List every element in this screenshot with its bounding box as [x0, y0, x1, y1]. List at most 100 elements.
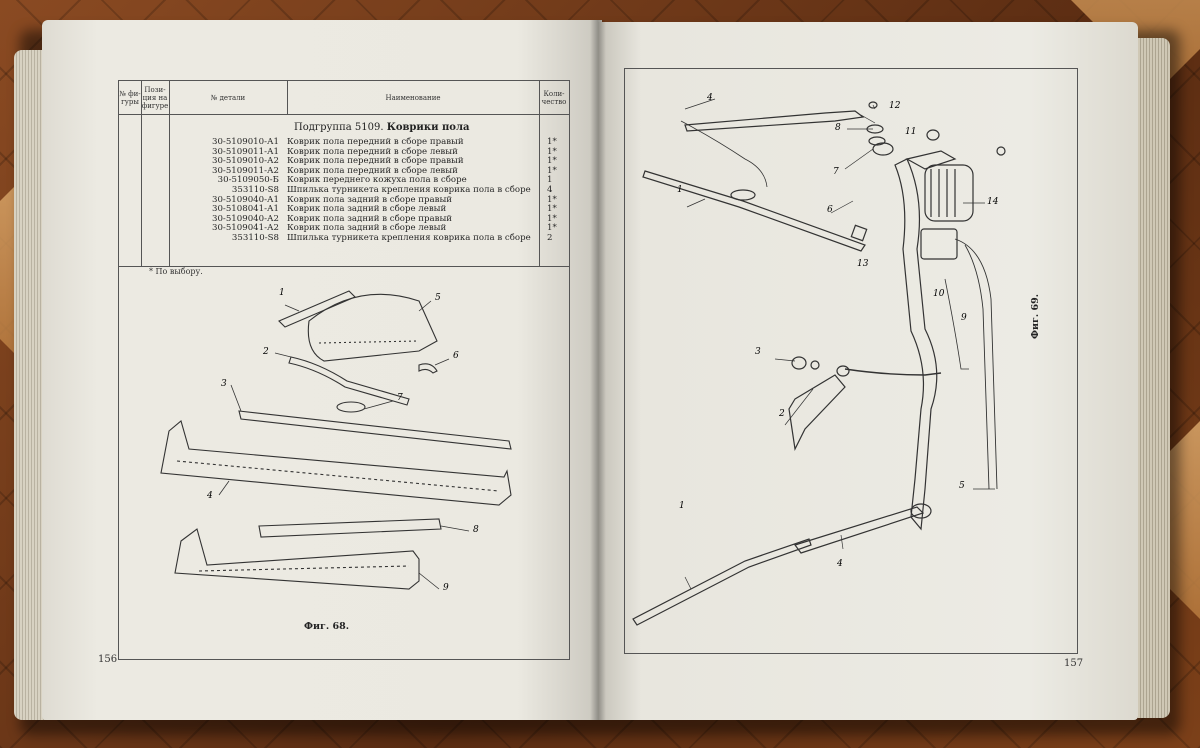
- page-number-right: 157: [1064, 658, 1084, 669]
- parts-table-header: № фи-гуры Пози-ция на фигуре № детали На…: [119, 81, 569, 115]
- part-quantity: 1: [547, 175, 553, 186]
- part-name: Коврик переднего кожуха пола в сборе: [287, 175, 467, 186]
- fig69-label: 1: [679, 501, 685, 511]
- footnote: * По выбору.: [149, 267, 203, 276]
- part-8-rail: [258, 518, 442, 538]
- part-quantity: 1*: [547, 156, 557, 167]
- right-page-frame: 1 1 2 3 4 4 5 6 7 8 9 10 11 12 13 14 Фиг…: [624, 68, 1078, 654]
- part-quantity: 2: [547, 232, 553, 243]
- fig69-label: 14: [987, 197, 999, 207]
- fig69-label: 13: [857, 259, 869, 269]
- part-number: 353110-S8: [231, 184, 279, 195]
- subgroup-heading: Подгруппа 5109. Коврики пола: [294, 122, 469, 133]
- part-4-arm-top: [684, 110, 865, 132]
- table-row: 353110-S8 Шпилька турникета крепления ков…: [119, 233, 569, 243]
- part-6-clip: [418, 363, 438, 374]
- part-name: Коврик пола задний в сборе правый: [287, 213, 453, 224]
- fig68-label: 2: [263, 347, 269, 357]
- part-quantity: 1*: [547, 194, 557, 205]
- fig69-label: 2: [779, 409, 785, 419]
- fig68-label: 7: [397, 393, 403, 403]
- fig68-label: 8: [473, 525, 479, 535]
- part-7-ring: [336, 401, 366, 413]
- part-name: Коврик пола задний в сборе левый: [287, 223, 447, 234]
- table-row: 30-5109041-А2 Коврик пола задний в сборе …: [119, 223, 569, 233]
- part-number: 353110-S8: [231, 232, 279, 243]
- part-9-mat: [174, 528, 420, 590]
- part-14-motor: [924, 164, 974, 222]
- part-number: 30-5109011-А2: [212, 165, 279, 176]
- figure-68-drawing: [160, 290, 512, 590]
- figure-68: 1 2 3 4 5 6 7 8 9 Фиг. 68.: [119, 281, 569, 659]
- fig69-label: 9: [961, 313, 967, 323]
- fig69-label: 10: [933, 289, 945, 299]
- part-name: Коврик пола задний в сборе левый: [287, 204, 447, 215]
- part-name: Коврик пола задний в сборе правый: [287, 194, 453, 205]
- left-page: [42, 20, 602, 720]
- part-quantity: 1*: [547, 223, 557, 234]
- fig69-label: 3: [755, 347, 761, 357]
- fig68-label: 4: [207, 491, 213, 501]
- part-number: 30-5109050-Б: [217, 175, 279, 186]
- figure-68-caption: Фиг. 68.: [304, 621, 350, 632]
- part-1-strip: [278, 290, 356, 328]
- part-name: Коврик пола передний в сборе правый: [287, 156, 464, 167]
- part-quantity: 1*: [547, 137, 557, 147]
- header-part-no: № детали: [169, 81, 288, 114]
- parts-table-body: Подгруппа 5109. Коврики пола 30-5109010-…: [119, 114, 569, 267]
- fig69-label: 4: [837, 559, 843, 569]
- part-name: Шпилька турникета крепления коврика пола…: [287, 184, 531, 195]
- header-pos-no: Пози-ция на фигуре: [141, 81, 170, 114]
- fig68-label: 9: [443, 583, 449, 593]
- header-qty: Коли-чество: [541, 89, 567, 106]
- left-page-frame: № фи-гуры Пози-ция на фигуре № детали На…: [118, 80, 570, 660]
- fig68-label: 6: [453, 351, 459, 361]
- table-row: 30-5108041-А1 Коврик пола задний в сборе …: [119, 204, 569, 214]
- part-1-blade-top: [642, 170, 866, 252]
- page-number-left: 156: [98, 654, 118, 665]
- fig69-label: 6: [827, 205, 833, 215]
- part-quantity: 4: [547, 184, 553, 195]
- fig69-label: 11: [905, 127, 917, 137]
- part-2-plate: [788, 374, 846, 451]
- figure-69-caption: Фиг. 69.: [1030, 293, 1041, 339]
- part-4-arm-bottom: [794, 506, 925, 554]
- part-number: 30-5109041-А2: [212, 223, 279, 234]
- part-number: 30-5109040-А1: [212, 194, 279, 205]
- header-name: Наименование: [287, 81, 540, 114]
- part-3-rail: [238, 410, 512, 450]
- part-quantity: 1*: [547, 213, 557, 224]
- column-divider: [141, 114, 142, 266]
- fig69-label: 1: [677, 185, 683, 195]
- right-page: [598, 22, 1138, 720]
- table-row: 30-5109040-А2 Коврик пола задний в сборе …: [119, 214, 569, 224]
- header-fig-no: № фи-гуры: [119, 81, 142, 114]
- fig69-label: 8: [835, 123, 841, 133]
- fig69-label: 12: [889, 101, 901, 111]
- part-4-mat: [160, 420, 512, 506]
- fig69-label: 7: [833, 167, 839, 177]
- column-divider: [539, 114, 540, 266]
- fig68-label: 3: [221, 379, 227, 389]
- table-row: 353110-S8 Шпилька турникета крепления ков…: [119, 185, 569, 195]
- part-number: 30-5108041-А1: [212, 204, 279, 215]
- part-1-blade-bottom: [632, 538, 812, 626]
- fig69-label: 5: [959, 481, 965, 491]
- part-number: 30-5109011-А1: [212, 146, 279, 157]
- figure-69-drawing: [632, 98, 1006, 626]
- part-5-cover: [307, 293, 438, 362]
- table-row: 30-5109050-Б Коврик переднего кожуха пола…: [119, 175, 569, 185]
- subgroup-number: Подгруппа 5109.: [294, 122, 384, 133]
- part-name: Шпилька турникета крепления коврика пола…: [287, 232, 531, 243]
- part-name: Коврик пола передний в сборе правый: [287, 137, 464, 147]
- part-name: Коврик пола передний в сборе левый: [287, 165, 458, 176]
- fig68-label: 5: [435, 293, 441, 303]
- part-number: 30-5109040-А2: [212, 213, 279, 224]
- fig69-label: 4: [707, 93, 713, 103]
- table-row: 30-5109011-А2 Коврик пола передний в сбор…: [119, 166, 569, 176]
- part-2-strip: [288, 356, 410, 406]
